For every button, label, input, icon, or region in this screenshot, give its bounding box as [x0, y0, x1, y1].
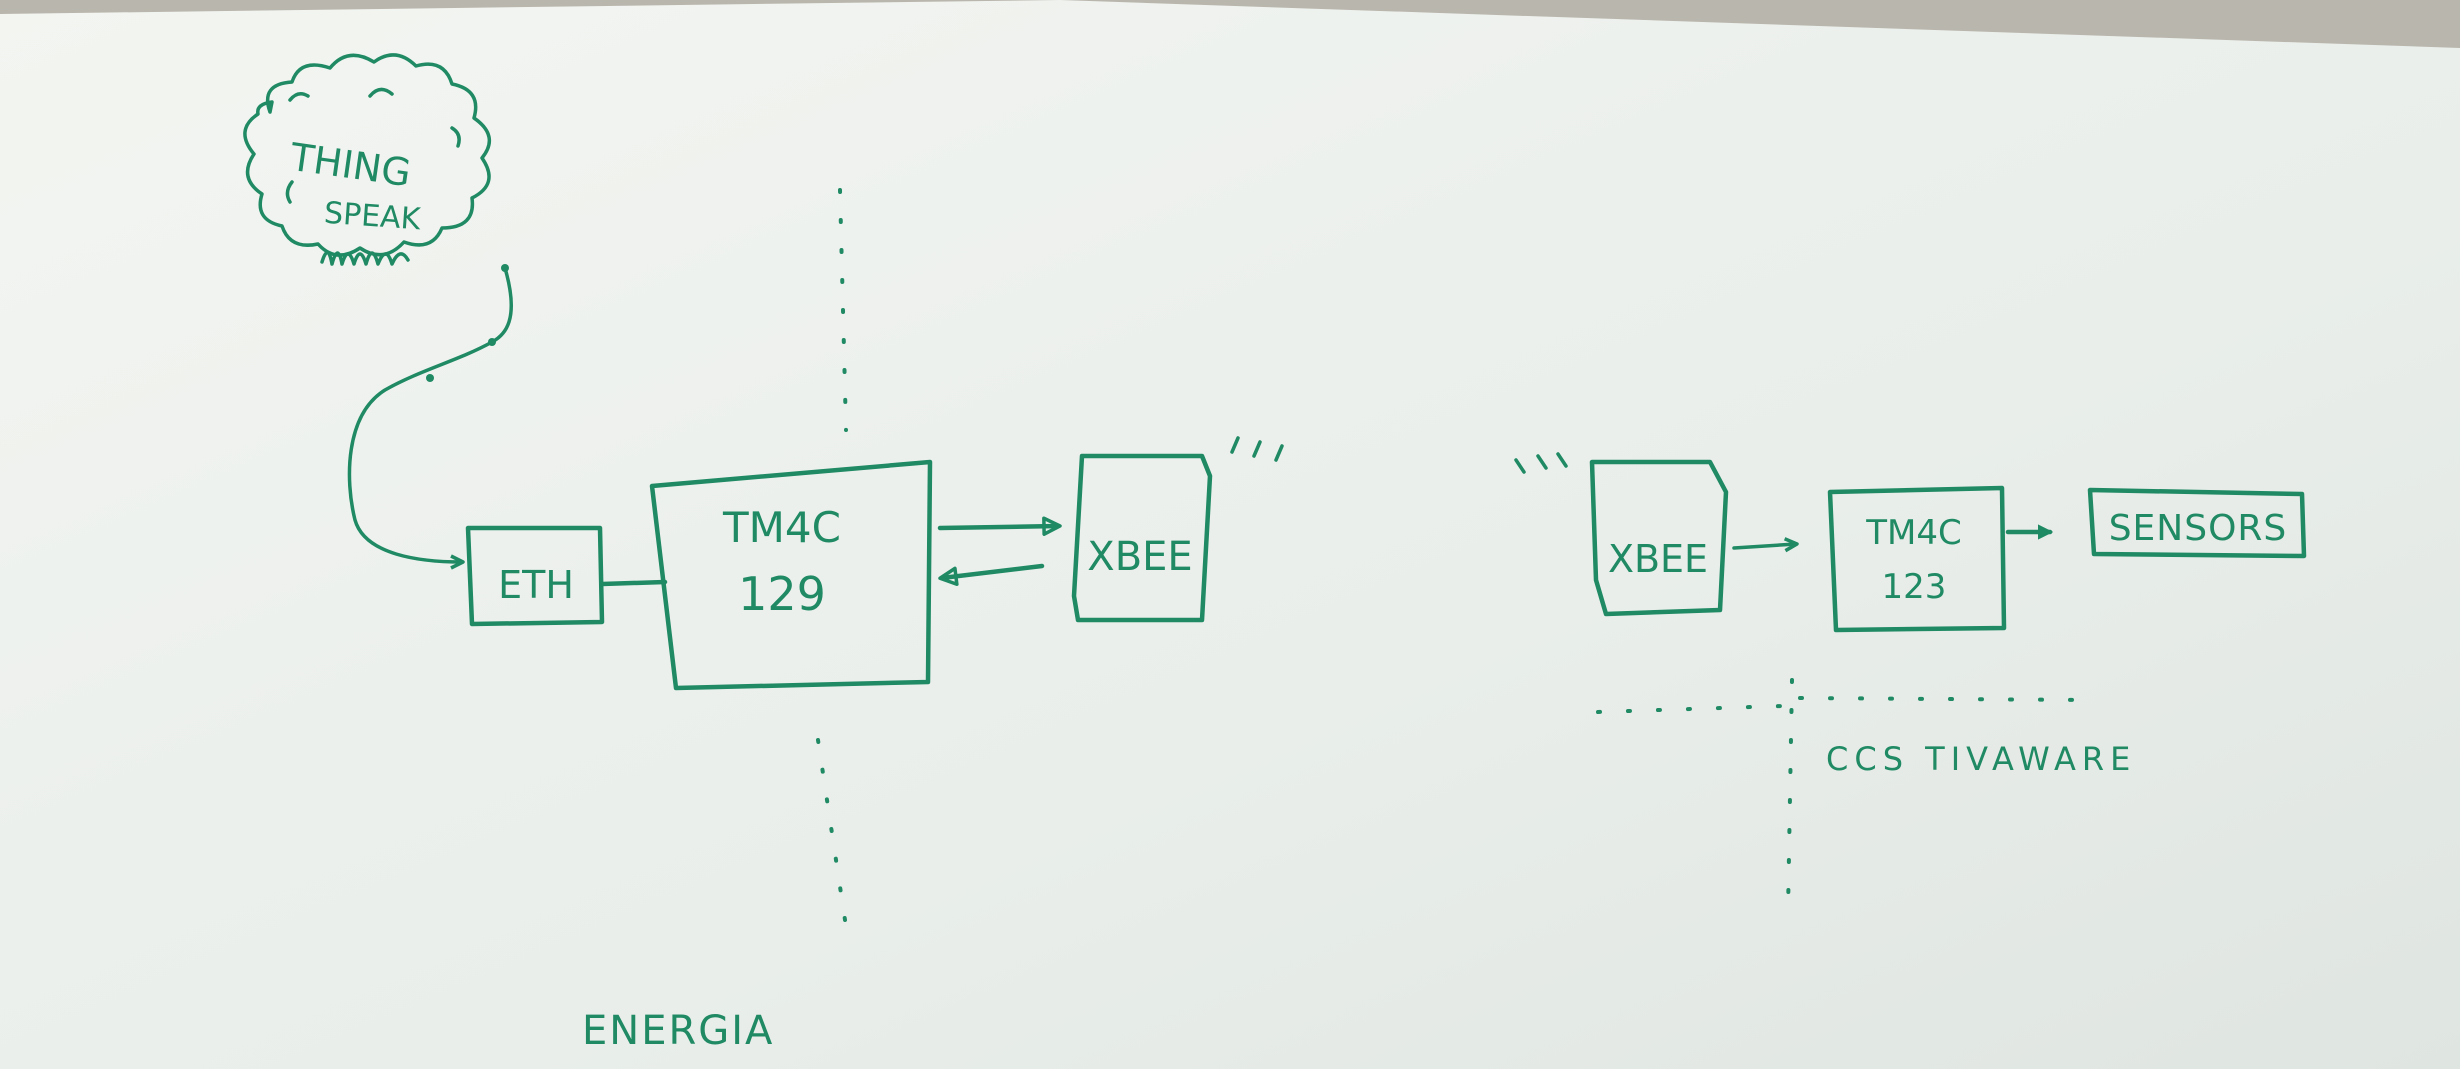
xbee-to-tm4c123-arrow	[1732, 537, 1799, 553]
tm4c123-label-line2: 123	[1882, 567, 1947, 607]
xbee-right-box: XBEE	[1589, 459, 1729, 617]
eth-label: ETH	[498, 563, 574, 607]
xbee-right-label: XBEE	[1608, 537, 1708, 581]
energia-label: ENERGIA	[582, 1008, 774, 1054]
cloud-to-eth-link	[347, 266, 514, 570]
ccs-tivaware-divider-horizontal	[1596, 696, 2090, 714]
ccs-tivaware-label: CCS TIVAWARE	[1826, 740, 2136, 778]
cloud-label-line2: SPEAK	[323, 196, 423, 238]
sensors-label: SENSORS	[2109, 508, 2288, 549]
xbee-left-label: XBEE	[1087, 534, 1192, 580]
eth-box: ETH	[465, 525, 605, 627]
eth-tm4c129-link	[599, 579, 668, 587]
sensors-box: SENSORS	[2087, 487, 2307, 559]
xbee-to-tm4c129-arrow	[938, 563, 1045, 587]
tm4c129-label-line2: 129	[738, 567, 826, 621]
tm4c129-to-xbee-arrow	[937, 516, 1062, 536]
xbee-left-box: XBEE	[1071, 453, 1213, 623]
tm4c123-box: TM4C 123	[1827, 485, 2007, 633]
tm4c123-label-line1: TM4C	[1865, 513, 1961, 553]
tm4c129-box: TM4C 129	[649, 459, 933, 691]
energia-divider	[816, 188, 850, 942]
tm4c129-label-line1: TM4C	[722, 503, 841, 552]
xbee-right-signal	[1514, 452, 1568, 474]
xbee-left-signal	[1230, 436, 1284, 462]
